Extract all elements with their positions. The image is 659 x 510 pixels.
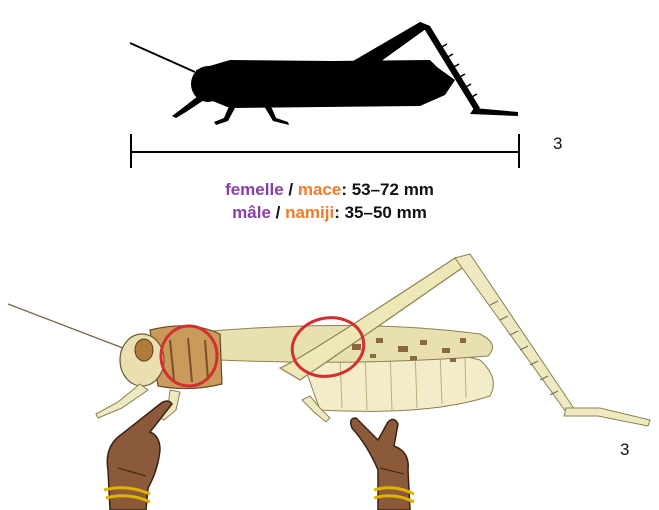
female-term-fr: femelle <box>225 180 284 199</box>
female-size-value: : 53–72 mm <box>341 180 434 199</box>
female-size-line: femelle / mace: 53–72 mm <box>0 180 659 200</box>
grasshopper-illustration <box>8 254 650 426</box>
scale-label-bottom: 3 <box>620 440 629 460</box>
male-size-value: : 35–50 mm <box>334 203 427 222</box>
grasshopper-silhouette <box>130 22 518 125</box>
female-term-local: mace <box>298 180 341 199</box>
scale-label-top: 3 <box>553 134 562 154</box>
male-term-local: namiji <box>285 203 334 222</box>
scale-bar <box>131 134 519 168</box>
male-sep: / <box>271 203 285 222</box>
male-term-fr: mâle <box>232 203 271 222</box>
female-sep: / <box>284 180 298 199</box>
pointing-hand-left <box>104 401 172 510</box>
male-size-line: mâle / namiji: 35–50 mm <box>0 203 659 223</box>
pointing-hand-right <box>351 418 414 510</box>
